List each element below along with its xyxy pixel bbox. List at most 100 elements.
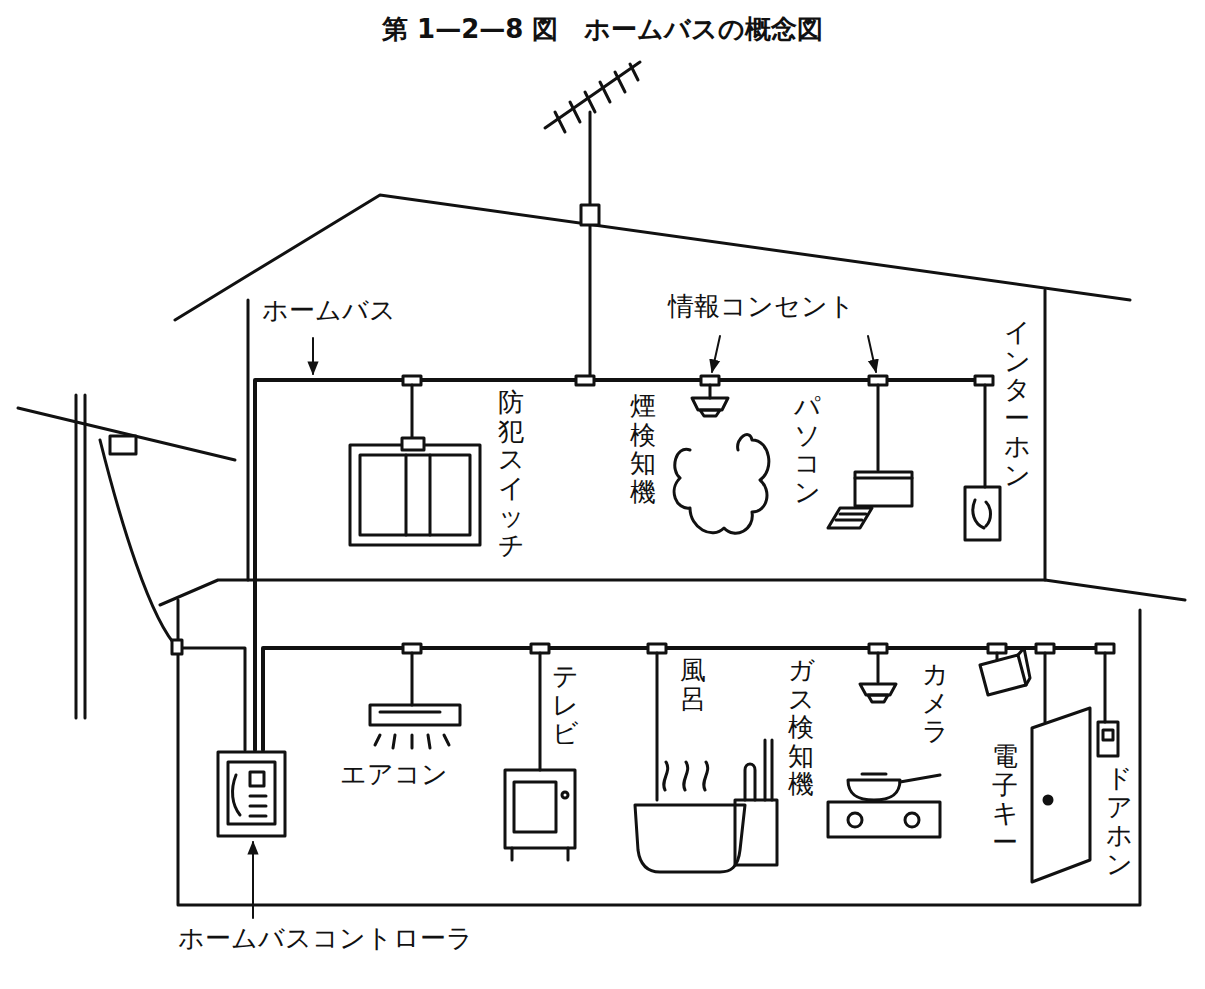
security-switch-part xyxy=(360,455,470,535)
utility-pole-part xyxy=(100,440,245,750)
part-label: ガス検知機 xyxy=(788,656,814,799)
door-electronic-key-part xyxy=(1032,708,1090,882)
house-outline-part xyxy=(160,580,1185,605)
security-switch-part xyxy=(411,385,414,440)
air-conditioner-part xyxy=(380,711,440,714)
television-part xyxy=(514,782,556,832)
smoke-detector xyxy=(674,385,769,533)
door-phone-part xyxy=(1104,653,1107,722)
part-label: パソコン xyxy=(794,392,820,506)
security-switch-part xyxy=(406,455,430,535)
leader-arrows-part xyxy=(312,338,314,374)
house-outline-part xyxy=(1044,290,1047,580)
part-label: ホームバスコントローラ xyxy=(178,924,473,953)
antenna-part xyxy=(589,112,592,380)
gas-detector-part xyxy=(848,813,862,827)
part-label: 風呂 xyxy=(680,656,706,713)
smoke-detector-part xyxy=(674,435,769,534)
info-outlets-part xyxy=(975,376,993,385)
info-outlets-part xyxy=(576,376,594,385)
door-phone-part xyxy=(1098,722,1118,756)
antenna-part xyxy=(555,64,638,132)
door-electronic-key xyxy=(1032,653,1090,882)
antenna xyxy=(545,62,640,380)
figure-title: 第 1—2—8 図 ホームバスの概念図 xyxy=(382,12,823,47)
gas-detector-part xyxy=(905,813,919,827)
air-conditioner-part xyxy=(370,705,460,725)
home-bus-wire-part xyxy=(255,380,990,750)
intercom-part xyxy=(973,500,991,528)
bath-part xyxy=(635,805,745,872)
part-label: ホームバス xyxy=(262,296,396,325)
gas-detector-part xyxy=(860,684,896,695)
part-label: 防犯スイッチ xyxy=(498,388,524,560)
utility-pole-part xyxy=(76,395,85,718)
gas-detector-part xyxy=(868,695,888,702)
leader-arrows-part xyxy=(712,336,720,372)
door-electronic-key-part xyxy=(1044,796,1052,804)
personal-computer-part xyxy=(855,477,912,480)
television-part xyxy=(562,792,568,798)
television-part xyxy=(505,770,575,848)
gas-detector-part xyxy=(848,780,900,800)
personal-computer-part xyxy=(877,385,880,470)
part-label: カメラ xyxy=(922,660,948,746)
controller-part xyxy=(250,796,266,816)
camera-part xyxy=(980,655,1026,695)
part-label: ドアホン xyxy=(1106,764,1132,878)
utility-pole-part xyxy=(172,640,182,654)
personal-computer xyxy=(828,385,912,528)
bath-part xyxy=(745,764,755,800)
part-label: インターホン xyxy=(1004,318,1030,490)
air-conditioner xyxy=(370,653,460,748)
bath-part xyxy=(765,740,772,800)
camera-part xyxy=(1018,648,1030,685)
intercom-part xyxy=(965,487,1000,540)
security-switch-part xyxy=(350,445,480,545)
personal-computer-part xyxy=(828,508,872,528)
television-part xyxy=(539,653,542,770)
part-label: 煙検知機 xyxy=(630,392,656,506)
controller-part xyxy=(250,772,264,786)
bath xyxy=(635,653,777,872)
bath-part xyxy=(656,653,659,800)
leader-arrows xyxy=(253,336,876,918)
smoke-detector-part xyxy=(692,398,728,410)
personal-computer-part xyxy=(855,472,912,506)
air-conditioner-part xyxy=(375,735,449,748)
controller xyxy=(218,752,285,836)
bath-part xyxy=(735,800,777,865)
gas-detector-part xyxy=(862,774,940,782)
home-bus-wire-part xyxy=(263,648,1110,750)
camera xyxy=(980,648,1030,695)
house-outline-part xyxy=(178,600,1140,905)
part-label: 情報コンセント xyxy=(668,292,855,321)
utility-pole-part xyxy=(18,408,235,460)
smoke-detector-part xyxy=(700,410,720,416)
controller-part xyxy=(228,762,275,824)
leader-arrows-part xyxy=(252,842,254,918)
personal-computer-part xyxy=(836,514,866,520)
air-conditioner-part xyxy=(411,653,414,705)
intercom xyxy=(965,385,1000,540)
controller-part xyxy=(233,775,240,815)
door-phone xyxy=(1098,653,1118,756)
television-part xyxy=(512,848,568,860)
part-label: 電子キー xyxy=(992,742,1018,856)
part-label: エアコン xyxy=(340,760,448,789)
utility-pole xyxy=(18,395,245,750)
smoke-detector-part xyxy=(709,385,712,398)
gas-detector-part xyxy=(877,653,880,682)
leader-arrows-part xyxy=(868,336,876,372)
house-outline xyxy=(160,195,1185,905)
door-phone-part xyxy=(1103,730,1113,740)
intercom-part xyxy=(984,385,987,487)
utility-pole-part xyxy=(110,436,136,454)
security-switch xyxy=(350,385,480,545)
controller-part xyxy=(218,752,285,836)
antenna-part xyxy=(581,205,599,225)
security-switch-part xyxy=(402,438,424,450)
door-electronic-key-part xyxy=(1044,653,1047,722)
